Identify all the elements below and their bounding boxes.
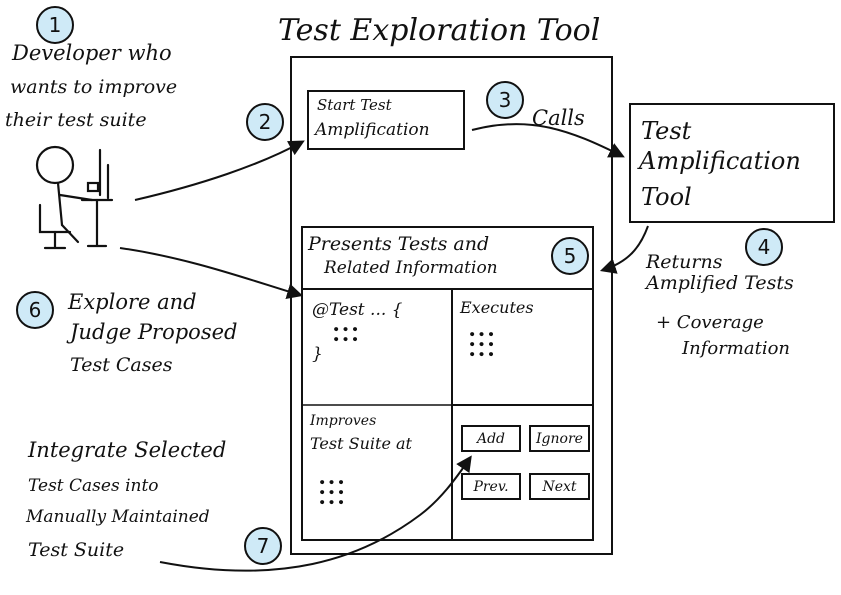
amp-tool-line-3: Tool (641, 183, 692, 211)
arrow-integrate-to-add (159, 455, 472, 572)
executes-dots: ∙∙∙∙∙∙∙∙∙ (468, 327, 497, 363)
arrow-developer-to-start (134, 140, 305, 201)
tool-window-frame (290, 56, 613, 555)
returns-line-3: + Coverage (656, 312, 764, 333)
explore-line-3: Test Cases (70, 354, 173, 376)
step-badge-7: 7 (244, 527, 282, 565)
returns-line-2: Amplified Tests (646, 272, 794, 294)
step-badge-2: 2 (246, 103, 284, 141)
page-title: Test Exploration Tool (278, 13, 601, 48)
step-badge-6: 6 (16, 291, 54, 329)
explore-line-2: Judge Proposed (70, 320, 238, 344)
integrate-line-4: Test Suite (28, 539, 125, 561)
test-amplification-tool-box: Test Amplification Tool (629, 103, 835, 223)
arrow-developer-to-panel (119, 247, 304, 299)
start-test-amplification-button[interactable]: Start Test Amplification (307, 90, 465, 150)
integrate-line-2: Test Cases into (28, 476, 159, 496)
developer-line-3: their test suite (5, 109, 147, 131)
amp-tool-line-1: Test (641, 117, 692, 145)
improves-line-2: Test Suite at (310, 434, 412, 453)
step-badge-3: 3 (486, 81, 524, 119)
improves-dots: ∙∙∙∙∙∙∙∙∙ (318, 475, 347, 511)
start-button-line-2: Amplification (315, 120, 430, 140)
returns-line-1: Returns (646, 251, 723, 273)
add-button[interactable]: Add (461, 425, 521, 452)
test-code-dots: ∙∙∙∙∙∙ (332, 322, 361, 348)
developer-line-1: Developer who (12, 41, 172, 65)
explore-line-1: Explore and (68, 290, 197, 314)
calls-label: Calls (532, 106, 585, 130)
next-button[interactable]: Next (529, 473, 590, 500)
prev-button[interactable]: Prev. (461, 473, 521, 500)
step-badge-1: 1 (36, 6, 74, 44)
integrate-line-3: Manually Maintained (26, 507, 210, 527)
panel-title-line-1: Presents Tests and (308, 233, 490, 255)
step-badge-4: 4 (745, 228, 783, 266)
step-badge-5: 5 (551, 237, 589, 275)
returns-line-4: Information (682, 338, 791, 359)
test-code-line-1: @Test ... { (312, 300, 403, 320)
test-code-close: } (312, 344, 323, 364)
arrow-calls (471, 123, 625, 158)
amp-tool-line-2: Amplification (639, 147, 801, 175)
improves-line-1: Improves (310, 413, 377, 429)
developer-at-desk-icon (35, 145, 114, 250)
presents-panel-frame (301, 226, 594, 541)
integrate-line-1: Integrate Selected (28, 438, 227, 462)
panel-title-line-2: Related Information (324, 258, 498, 278)
executes-label: Executes (460, 298, 534, 317)
arrow-returns (599, 225, 649, 274)
developer-line-2: wants to improve (10, 76, 178, 98)
start-button-line-1: Start Test (317, 96, 392, 114)
ignore-button[interactable]: Ignore (529, 425, 590, 452)
